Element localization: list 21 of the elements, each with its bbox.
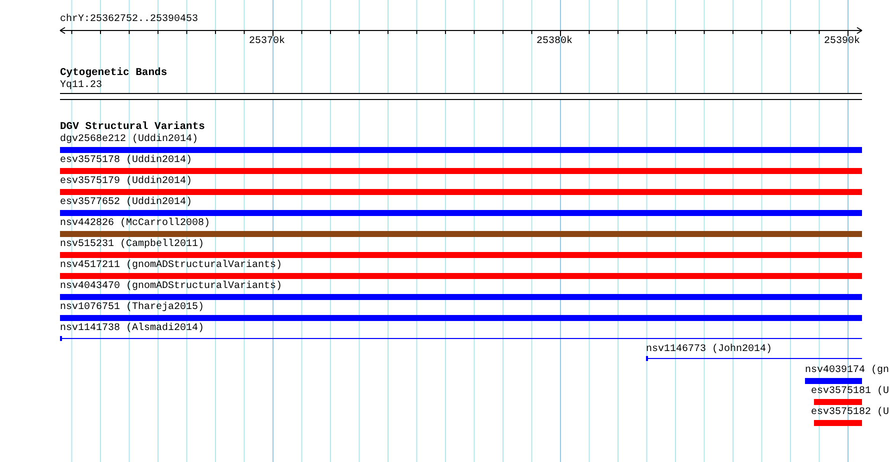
feature-label: esv3575182 (U: [811, 407, 890, 419]
tick-label: 25390k: [824, 36, 860, 48]
feature-label: nsv4039174 (gn: [805, 365, 890, 377]
track-title: Cytogenetic Bands: [60, 67, 168, 80]
feature-label: esv3575179 (Uddin2014): [60, 176, 192, 188]
position-label: chrY:25362752..25390453: [60, 14, 198, 26]
track-title: DGV Structural Variants: [60, 121, 205, 134]
tick-label: 25370k: [249, 36, 286, 48]
feature-label: nsv442826 (McCarroll2008): [60, 218, 210, 230]
feature-label: nsv4043470 (gnomADStructuralVariants): [60, 281, 282, 293]
band-label: Yq11.23: [60, 80, 102, 92]
feature-label: nsv1076751 (Thareja2015): [60, 302, 204, 314]
feature-label: dgv2568e212 (Uddin2014): [60, 134, 198, 146]
feature-label: nsv1146773 (John2014): [646, 344, 772, 356]
feature-label: nsv515231 (Campbell2011): [60, 239, 204, 251]
feature-label: esv3575181 (U: [811, 386, 890, 398]
feature-label: nsv4517211 (gnomADStructuralVariants): [60, 260, 282, 272]
feature-label: nsv1141738 (Alsmadi2014): [60, 323, 204, 335]
feature-label: esv3575178 (Uddin2014): [60, 155, 192, 167]
feature-label: esv3577652 (Uddin2014): [60, 197, 192, 209]
tick-label: 25380k: [536, 36, 573, 48]
